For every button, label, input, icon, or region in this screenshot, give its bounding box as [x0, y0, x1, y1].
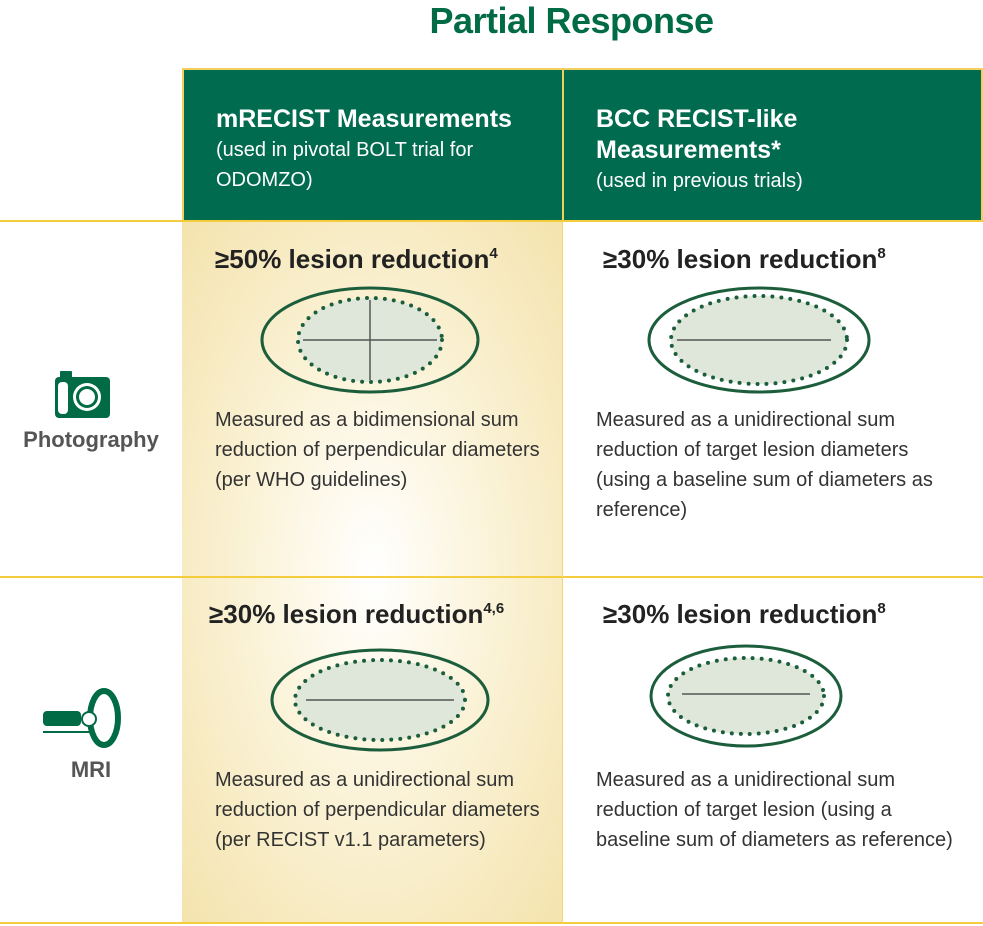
cell-heading: ≥30% lesion reduction4,6	[209, 599, 504, 630]
camera-icon	[55, 371, 110, 418]
divider	[0, 922, 983, 924]
unidirectional-lesion-diagram	[270, 648, 490, 752]
cell-description: Measured as a unidirectional sum reducti…	[596, 409, 933, 521]
table-header: mRECIST Measurements (used in pivotal BO…	[182, 68, 983, 221]
page-title: Partial Response	[429, 0, 714, 41]
cell-description: Measured as a bidimensional sum reductio…	[215, 409, 540, 491]
header-mrecist: mRECIST Measurements (used in pivotal BO…	[184, 70, 564, 221]
column-title: mRECIST Measurements	[216, 105, 512, 133]
cell-heading: ≥30% lesion reduction8	[603, 244, 886, 275]
cell-heading: ≥30% lesion reduction8	[603, 599, 886, 630]
mri-scanner-icon	[43, 688, 121, 748]
row-label-mri: MRI	[70, 757, 112, 782]
header-bcc-recist: BCC RECIST-like Measurements* (used in p…	[564, 70, 983, 221]
reference: 8	[877, 600, 886, 617]
cell-heading: ≥50% lesion reduction4	[215, 244, 498, 275]
divider	[0, 576, 983, 578]
heading-text: ≥30% lesion reduction	[209, 599, 484, 629]
unidirectional-lesion-diagram	[649, 644, 843, 748]
heading-text: ≥30% lesion reduction	[603, 244, 878, 274]
divider	[0, 220, 983, 222]
heading-text: ≥30% lesion reduction	[603, 599, 878, 629]
reference: 4,6	[483, 600, 505, 617]
reference: 4	[489, 245, 498, 262]
column-subtitle: (used in previous trials)	[596, 170, 803, 192]
divider	[562, 221, 563, 923]
unidirectional-lesion-diagram	[647, 286, 871, 394]
bidimensional-lesion-diagram	[260, 286, 480, 394]
cell-description: Measured as a unidirectional sum reducti…	[215, 769, 540, 851]
heading-text: ≥50% lesion reduction	[215, 244, 490, 274]
column-subtitle: (used in pivotal BOLT trial for ODOMZO)	[216, 139, 474, 191]
row-label-photography: Photography	[23, 427, 159, 452]
cell-description: Measured as a unidirectional sum reducti…	[596, 769, 953, 851]
reference: 8	[877, 245, 886, 262]
column-title: BCC RECIST-like Measurements*	[596, 105, 798, 164]
